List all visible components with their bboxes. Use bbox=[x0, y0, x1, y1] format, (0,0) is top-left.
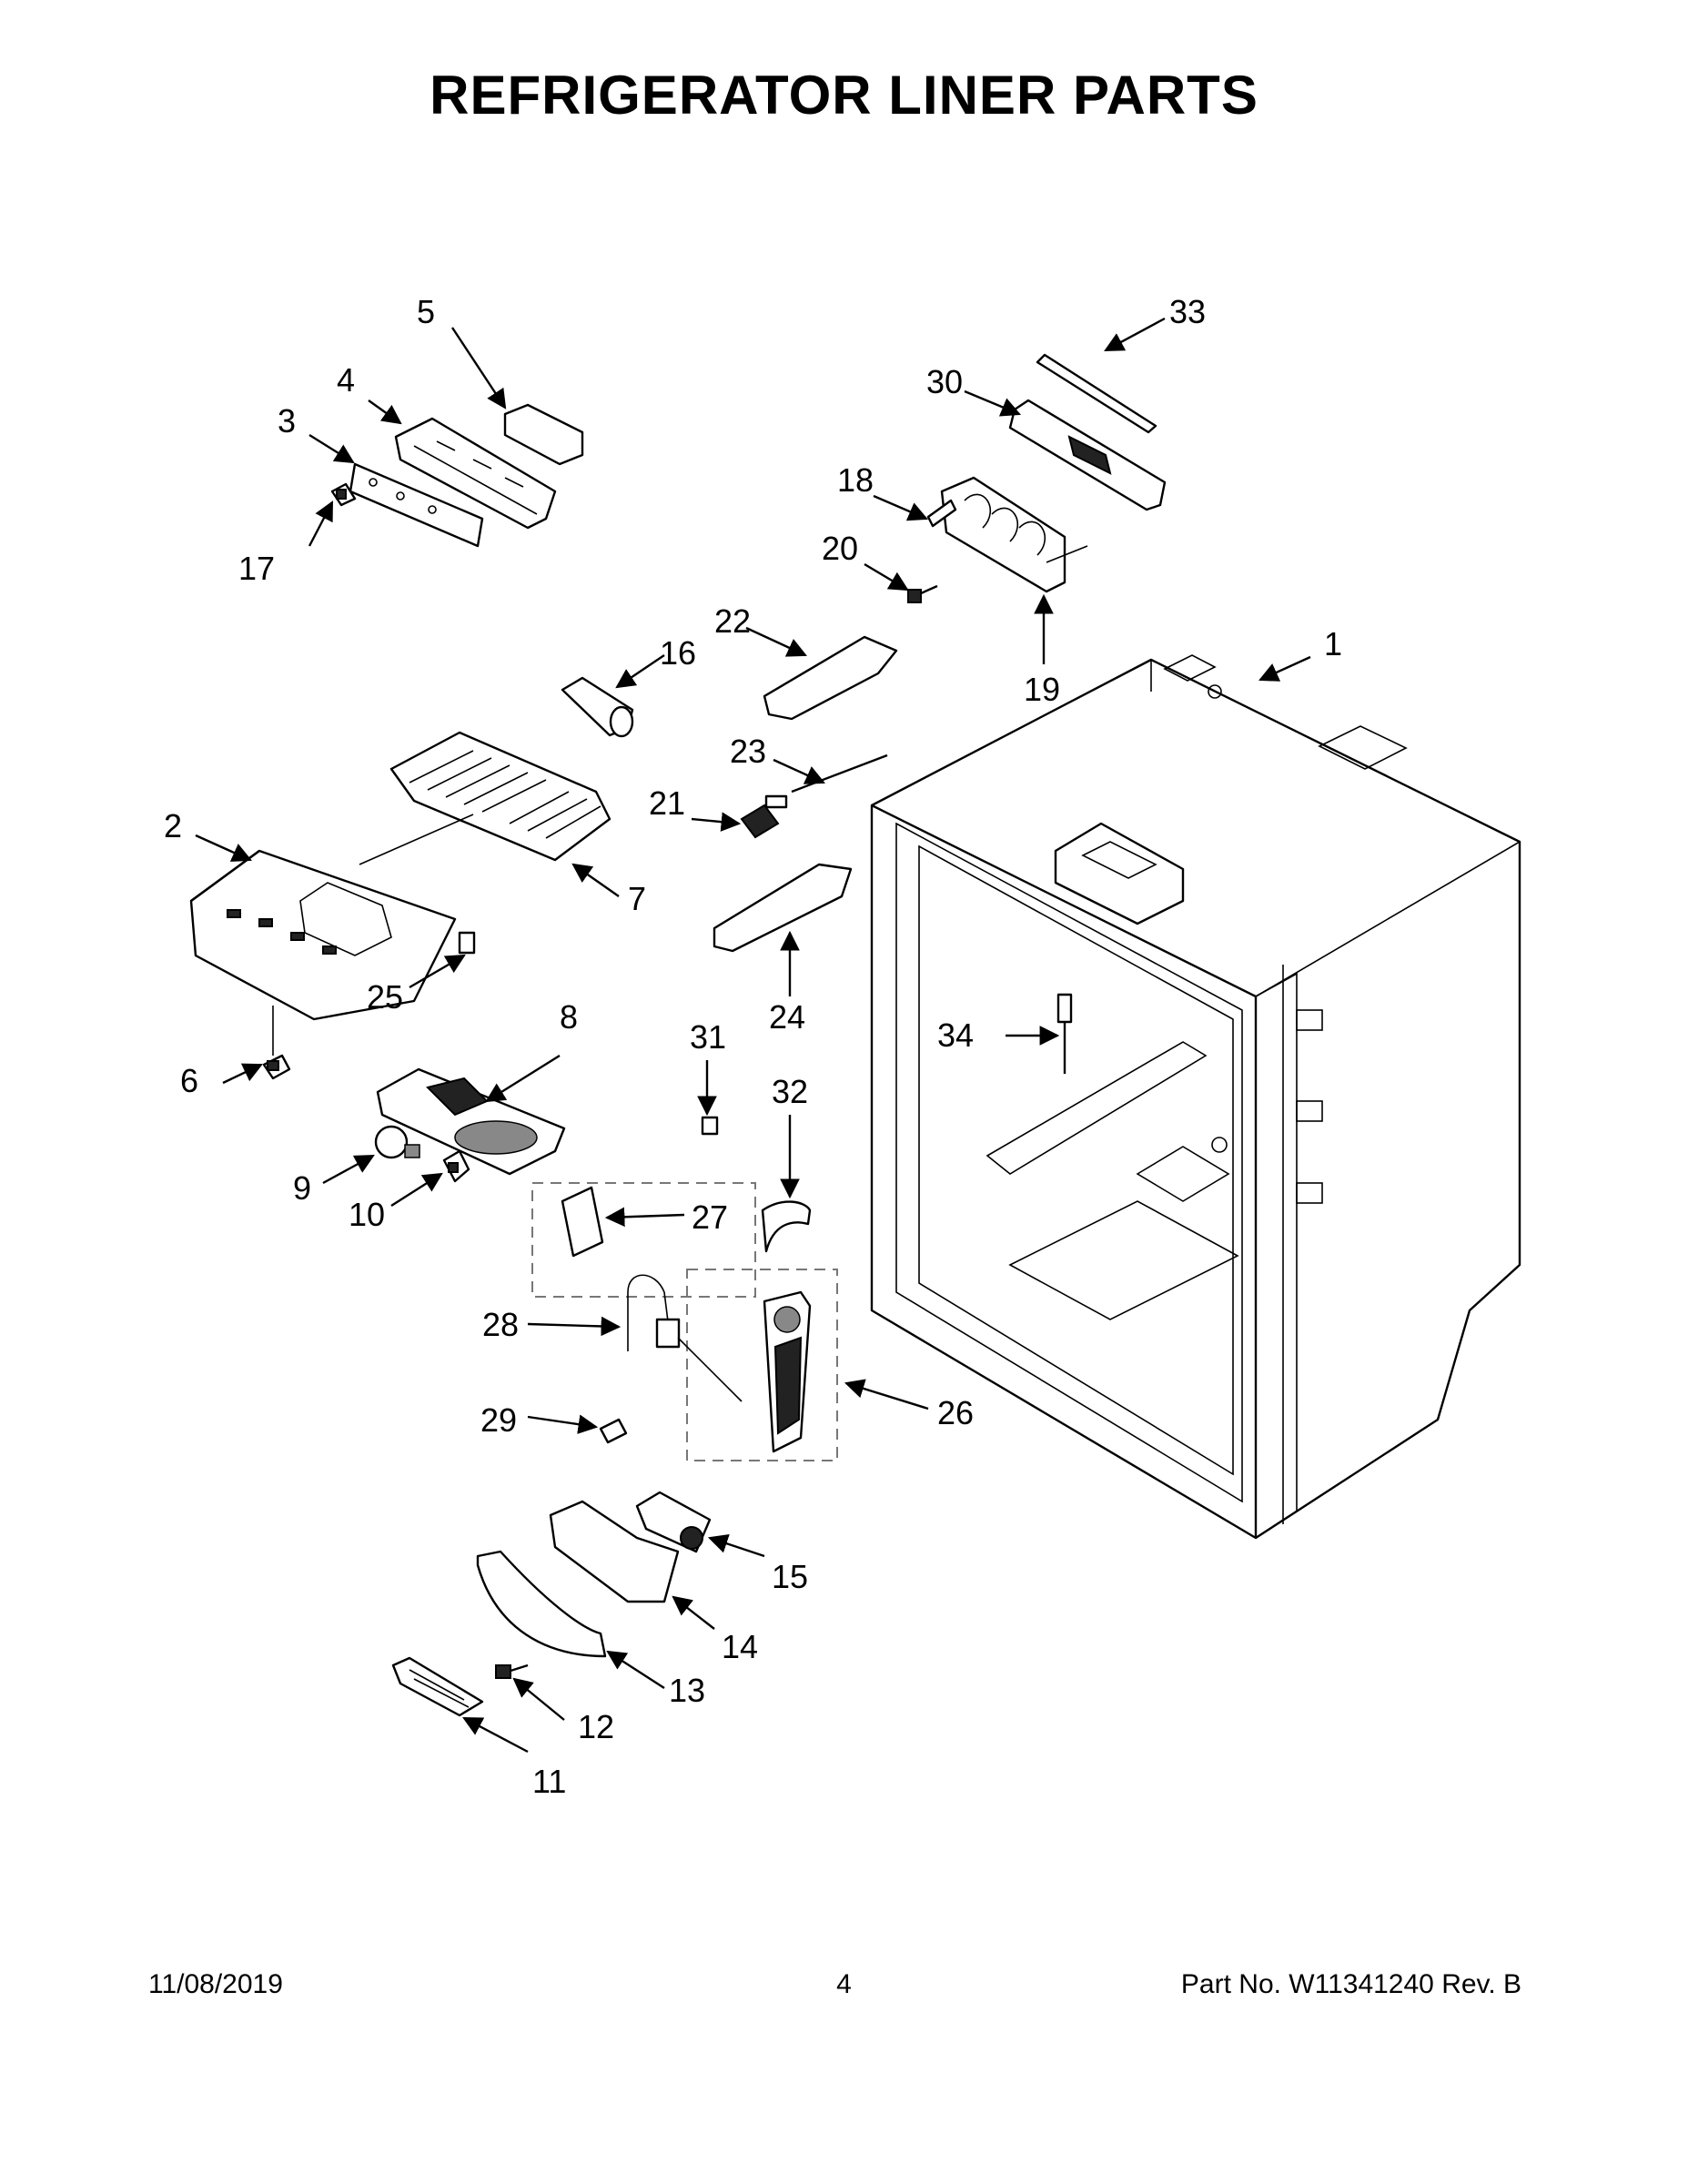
part-11-grille bbox=[391, 1656, 484, 1717]
callout-34: 34 bbox=[937, 1016, 974, 1054]
part-6-switch bbox=[262, 1054, 291, 1080]
footer-page-number: 4 bbox=[836, 1969, 852, 1999]
footer-part-number: Part No. W11341240 Rev. B bbox=[1180, 1969, 1521, 1999]
part-10-socket bbox=[442, 1149, 470, 1183]
callout-7: 7 bbox=[628, 880, 646, 917]
part-14-tray bbox=[549, 1500, 680, 1603]
callout-24: 24 bbox=[769, 998, 805, 1036]
callout-29: 29 bbox=[480, 1401, 517, 1439]
part-34-sensor bbox=[1056, 993, 1073, 1074]
part-12-screw bbox=[495, 1663, 529, 1679]
callout-1: 1 bbox=[1324, 625, 1342, 662]
callout-15: 15 bbox=[772, 1558, 808, 1595]
part-22-housing bbox=[763, 635, 898, 721]
part-2-control-housing bbox=[189, 849, 457, 1056]
callout-25: 25 bbox=[367, 978, 403, 1016]
part-5-cover bbox=[503, 403, 584, 466]
part-16-bulb bbox=[561, 676, 634, 738]
callout-3: 3 bbox=[278, 402, 296, 440]
callout-2: 2 bbox=[164, 807, 182, 844]
callout-33: 33 bbox=[1169, 293, 1206, 330]
callout-16: 16 bbox=[660, 634, 696, 672]
callout-4: 4 bbox=[337, 361, 355, 399]
callout-9: 9 bbox=[293, 1169, 311, 1207]
callout-27: 27 bbox=[692, 1198, 728, 1236]
callout-13: 13 bbox=[669, 1672, 705, 1709]
part-26-paddle bbox=[763, 1290, 812, 1453]
callout-19: 19 bbox=[1024, 671, 1060, 708]
part-9-light-bulb bbox=[374, 1125, 420, 1159]
footer-date: 11/08/2019 bbox=[148, 1969, 283, 1999]
part-25-clip bbox=[458, 931, 476, 955]
callout-22: 22 bbox=[714, 602, 751, 640]
callout-23: 23 bbox=[730, 733, 766, 770]
part-17-connector bbox=[330, 482, 357, 507]
callout-21: 21 bbox=[649, 784, 685, 822]
part-29-clip bbox=[599, 1418, 628, 1444]
part-21-thermostat bbox=[740, 794, 788, 839]
part-33-gasket bbox=[1036, 353, 1157, 434]
part-3-overlay bbox=[349, 462, 484, 548]
part-8-light-housing bbox=[376, 1067, 566, 1176]
part-32-cover bbox=[761, 1200, 812, 1253]
callout-11: 11 bbox=[532, 1763, 566, 1800]
callout-26: 26 bbox=[937, 1394, 974, 1431]
callout-8: 8 bbox=[560, 998, 578, 1036]
callout-30: 30 bbox=[926, 363, 963, 400]
part-7-air-diffuser bbox=[359, 731, 612, 865]
part-19-heater bbox=[940, 476, 1088, 593]
part-23-thermistor bbox=[791, 753, 888, 794]
callout-10: 10 bbox=[349, 1196, 385, 1233]
part-20-screw bbox=[907, 584, 938, 603]
part-18-wire bbox=[926, 499, 957, 528]
callout-14: 14 bbox=[722, 1628, 758, 1665]
callout-17: 17 bbox=[238, 550, 275, 587]
callout-32: 32 bbox=[772, 1073, 808, 1110]
part-28-tube bbox=[627, 1274, 743, 1402]
part-24-shroud bbox=[713, 863, 853, 953]
callout-labels: 1 2 3 4 5 6 7 8 9 10 11 12 13 14 15 16 1… bbox=[164, 293, 1342, 1800]
callout-31: 31 bbox=[690, 1018, 726, 1056]
part-30-damper bbox=[1008, 399, 1167, 511]
callout-18: 18 bbox=[837, 461, 874, 499]
part-4-control-bracket bbox=[394, 417, 557, 530]
part-27-bracket bbox=[561, 1186, 604, 1258]
part-31-clip bbox=[701, 1116, 719, 1136]
part-15-control bbox=[635, 1491, 712, 1553]
callout-5: 5 bbox=[417, 293, 435, 330]
part-13-shelf bbox=[476, 1550, 607, 1658]
page-title: REFRIGERATOR LINER PARTS bbox=[430, 65, 1258, 126]
callout-6: 6 bbox=[180, 1062, 198, 1099]
callout-28: 28 bbox=[482, 1306, 519, 1343]
callout-20: 20 bbox=[822, 530, 858, 567]
leader-lines bbox=[195, 317, 1311, 1754]
liner-cabinet bbox=[870, 654, 1521, 1540]
callout-12: 12 bbox=[578, 1708, 614, 1745]
